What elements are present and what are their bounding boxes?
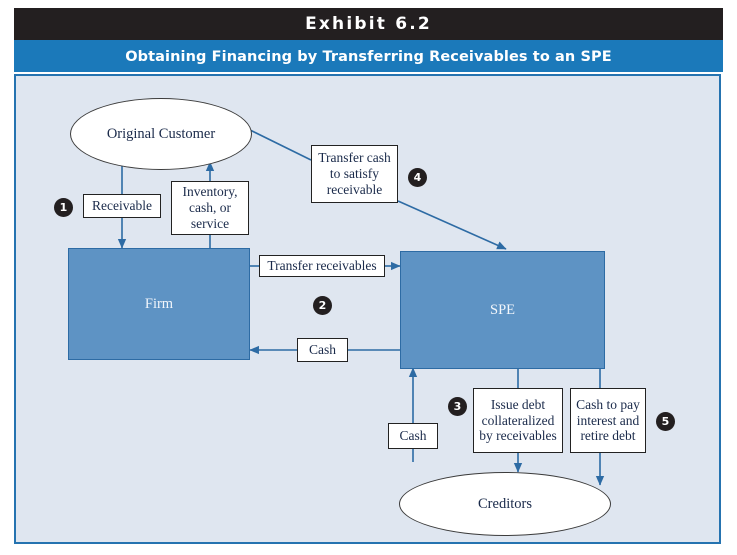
label-inventory-cash-service[interactable]: Inventory, cash, or service (171, 181, 249, 235)
label-cash-to-firm[interactable]: Cash (297, 338, 348, 362)
step-badge-3: 3 (448, 397, 467, 416)
label-issue-debt-text: Issue debt collateralized by receivables (479, 396, 557, 444)
label-receivable-text: Receivable (92, 198, 152, 214)
step-badge-2: 2 (313, 296, 332, 315)
label-cash-from-creditors-text: Cash (399, 428, 427, 444)
label-transfer-receivables-text: Transfer receivables (267, 258, 377, 274)
step-badge-2-text: 2 (318, 299, 327, 312)
label-cash-to-pay-interest[interactable]: Cash to pay interest and retire debt (570, 388, 646, 453)
label-transfer-cash-text: Transfer cash to satisfy receivable (318, 150, 391, 197)
page-subtitle: Obtaining Financing by Transferring Rece… (125, 48, 612, 65)
label-transfer-cash-to-satisfy-receivable[interactable]: Transfer cash to satisfy receivable (311, 145, 398, 203)
node-spe-label: SPE (490, 301, 515, 318)
step-badge-3-text: 3 (453, 400, 462, 413)
node-firm[interactable]: Firm (68, 248, 250, 360)
page-title: Exhibit 6.2 (305, 14, 432, 34)
exhibit-title-bar: Exhibit 6.2 (14, 8, 723, 40)
step-badge-1-text: 1 (59, 201, 68, 214)
label-transfer-receivables[interactable]: Transfer receivables (259, 255, 385, 277)
label-cash-to-pay-text: Cash to pay interest and retire debt (576, 396, 640, 444)
step-badge-4-text: 4 (413, 171, 422, 184)
label-receivable[interactable]: Receivable (83, 194, 161, 218)
step-badge-5-text: 5 (661, 415, 670, 428)
label-cash-from-creditors[interactable]: Cash (388, 423, 438, 449)
node-creditors[interactable]: Creditors (399, 472, 611, 536)
label-issue-debt-collateralized[interactable]: Issue debt collateralized by receivables (473, 388, 563, 453)
node-creditors-label: Creditors (478, 495, 532, 512)
exhibit-subtitle-bar: Obtaining Financing by Transferring Rece… (14, 40, 723, 72)
step-badge-5: 5 (656, 412, 675, 431)
label-cash-to-firm-text: Cash (309, 342, 336, 358)
label-inventory-cash-service-text: Inventory, cash, or service (182, 184, 238, 231)
node-firm-label: Firm (144, 295, 174, 312)
node-original-customer[interactable]: Original Customer (70, 98, 252, 170)
step-badge-4: 4 (408, 168, 427, 187)
step-badge-1: 1 (54, 198, 73, 217)
node-original-customer-label: Original Customer (106, 125, 216, 142)
node-spe[interactable]: SPE (400, 251, 605, 369)
